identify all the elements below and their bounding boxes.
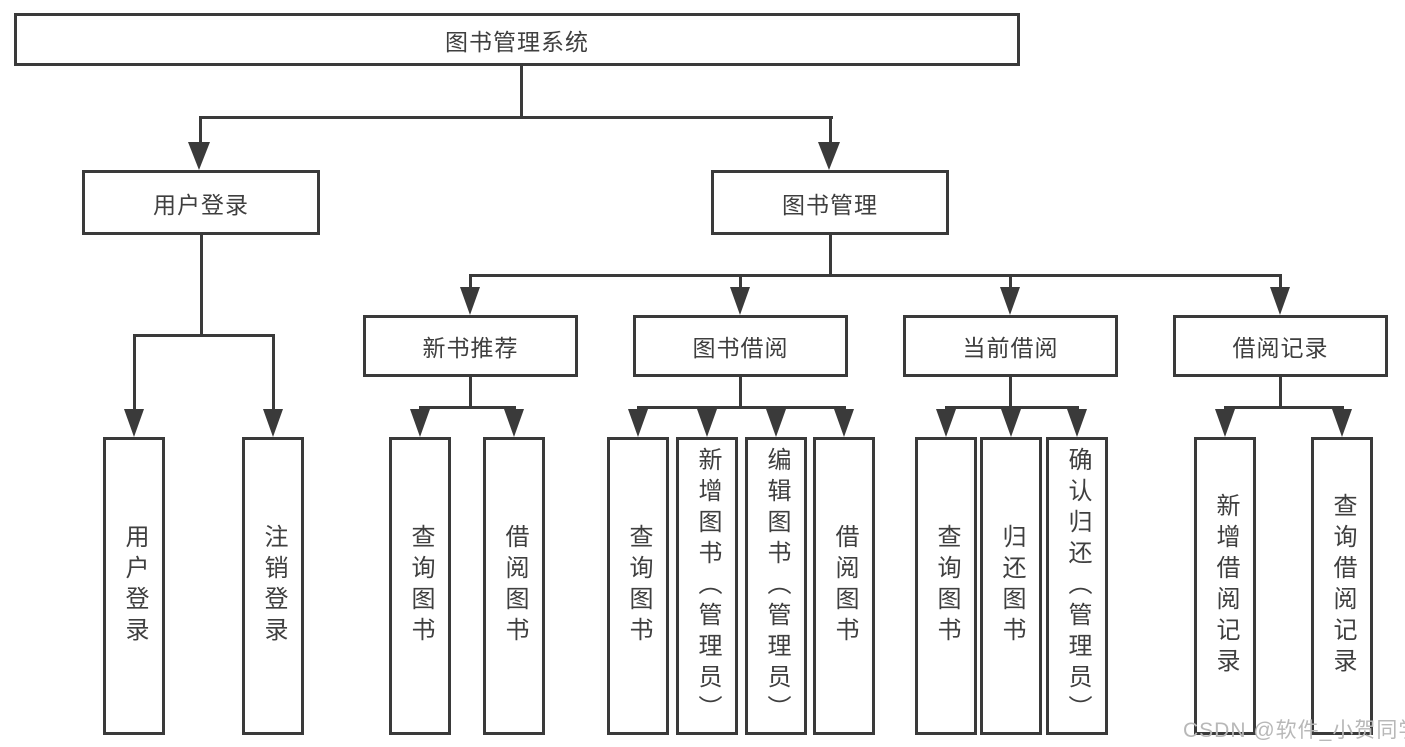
node-book-borrow: 图书借阅 [633,315,848,377]
arrow-to-borrow-books-borrow [834,409,854,437]
connector-to-user-login [199,116,202,144]
arrow-to-confirm-return-admin [1067,409,1087,437]
node-leaf-add-borrow-record-label: 新增借阅记录 [1212,493,1239,679]
node-borrow-record-label: 借阅记录 [1232,335,1329,361]
connector-book-borrow-branch [637,406,846,409]
connector-new-book-branch [419,406,516,409]
node-leaf-edit-books-admin-label: 编辑图书（管理员） [763,446,790,726]
connector-root-branch [199,116,833,119]
arrow-to-leaf-logout [263,409,283,437]
node-current-borrow: 当前借阅 [903,315,1118,377]
arrow-to-borrow-record [1270,287,1290,315]
connector-to-current-borrow [1009,274,1012,289]
node-leaf-add-books-admin-label: 新增图书（管理员） [694,446,721,726]
node-book-management: 图书管理 [711,170,949,235]
node-leaf-user-login: 用户登录 [103,437,165,735]
arrow-to-current-borrow [1000,287,1020,315]
node-leaf-return-books: 归还图书 [980,437,1042,735]
connector-to-book-borrow [739,274,742,289]
connector-book-management-stub [829,235,832,277]
arrow-to-book-management [818,142,840,170]
arrow-to-leaf-login [124,409,144,437]
node-leaf-query-borrow-record: 查询借阅记录 [1311,437,1373,735]
node-root-library-system: 图书管理系统 [14,13,1020,66]
arrow-to-book-borrow [730,287,750,315]
connector-current-borrow-stub [1009,377,1012,409]
connector-to-book-management [829,116,832,144]
connector-new-book-stub [469,377,472,409]
node-new-book-recommend: 新书推荐 [363,315,578,377]
arrow-to-query-books-recommend [410,409,430,437]
arrow-to-query-borrow-record [1332,409,1352,437]
arrow-to-new-book [460,287,480,315]
arrow-to-add-books-admin [697,409,717,437]
node-leaf-query-books-current-label: 查询图书 [933,524,960,648]
node-leaf-query-books-borrow: 查询图书 [607,437,669,735]
connector-root-stub [520,64,523,118]
connector-borrow-record-branch [1224,406,1343,409]
node-leaf-add-books-admin: 新增图书（管理员） [676,437,738,735]
connector-book-management-branch [469,274,1282,277]
node-leaf-borrow-books-recommend-label: 借阅图书 [501,524,528,648]
node-book-borrow-label: 图书借阅 [692,335,789,361]
connector-to-new-book [469,274,472,289]
connector-to-borrow-record [1279,274,1282,289]
node-leaf-query-books-borrow-label: 查询图书 [625,524,652,648]
node-leaf-logout-label: 注销登录 [260,524,287,648]
arrow-to-return-books [1001,409,1021,437]
node-book-management-label: 图书管理 [782,191,878,218]
node-leaf-confirm-return-admin-label: 确认归还（管理员） [1064,446,1091,726]
connector-to-leaf-logout [272,334,275,412]
node-leaf-logout: 注销登录 [242,437,304,735]
connector-user-login-branch [133,334,275,337]
arrow-to-user-login [188,142,210,170]
node-leaf-borrow-books-recommend: 借阅图书 [483,437,545,735]
node-leaf-confirm-return-admin: 确认归还（管理员） [1046,437,1108,735]
node-leaf-query-books-current: 查询图书 [915,437,977,735]
connector-book-borrow-stub [739,377,742,409]
arrow-to-query-books-current [936,409,956,437]
node-leaf-edit-books-admin: 编辑图书（管理员） [745,437,807,735]
arrow-to-add-borrow-record [1215,409,1235,437]
arrow-to-borrow-books-recommend [504,409,524,437]
node-leaf-query-books-recommend-label: 查询图书 [407,524,434,648]
node-leaf-borrow-books-borrow: 借阅图书 [813,437,875,735]
node-root-label: 图书管理系统 [445,28,589,55]
connector-borrow-record-stub [1279,377,1282,409]
node-leaf-query-books-recommend: 查询图书 [389,437,451,735]
node-new-book-recommend-label: 新书推荐 [422,335,519,361]
connector-to-leaf-login [133,334,136,412]
connector-user-login-stub [200,235,203,337]
csdn-watermark: CSDN @软件_小贺同学 [1183,719,1405,742]
node-user-login: 用户登录 [82,170,320,235]
node-leaf-return-books-label: 归还图书 [998,524,1025,648]
node-user-login-label: 用户登录 [153,191,249,218]
node-leaf-query-borrow-record-label: 查询借阅记录 [1329,493,1356,679]
arrow-to-edit-books-admin [766,409,786,437]
arrow-to-query-books-borrow [628,409,648,437]
node-borrow-record: 借阅记录 [1173,315,1388,377]
node-leaf-user-login-label: 用户登录 [121,524,148,648]
node-leaf-borrow-books-borrow-label: 借阅图书 [831,524,858,648]
node-leaf-add-borrow-record: 新增借阅记录 [1194,437,1256,735]
node-current-borrow-label: 当前借阅 [962,335,1059,361]
